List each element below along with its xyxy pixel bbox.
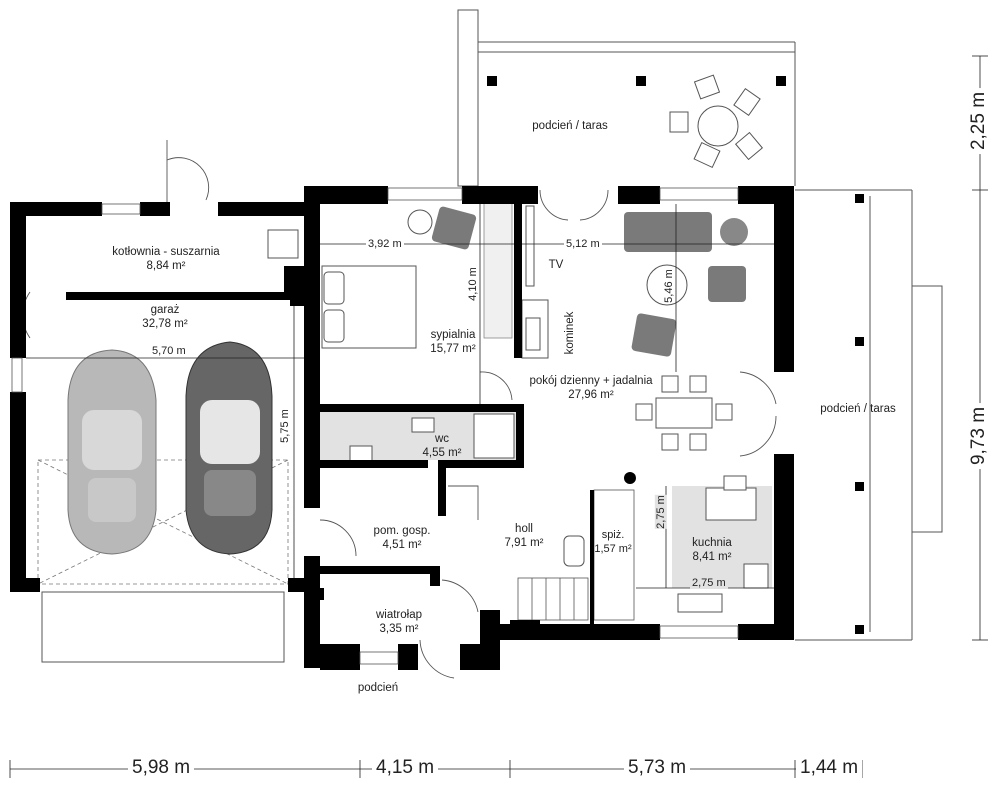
right-terrace-posts [855, 194, 864, 634]
windows [11, 187, 739, 665]
room-pom-gosp-name: pom. gosp. [373, 525, 431, 537]
podcien-label: podcień [357, 682, 399, 694]
room-holl-area: 7,91 m² [504, 537, 544, 549]
walls [10, 186, 794, 670]
room-garaz-name: garaż [150, 304, 180, 316]
garage-apron [41, 591, 285, 663]
room-pom-gosp-area: 4,51 m² [382, 539, 422, 551]
room-wc-area: 4,55 m² [422, 447, 462, 459]
dim-garaz-w: 5,70 m [150, 345, 188, 357]
room-kuchnia-area: 8,41 m² [692, 551, 732, 563]
right-terrace [795, 189, 943, 641]
dim-sypialnia-w: 3,92 m [366, 238, 404, 250]
dim-bottom-2: 4,15 m [372, 757, 439, 779]
inner-dim-lines [26, 204, 774, 589]
dim-right-main: 9,73 m [968, 402, 991, 470]
room-spiz-area: 1,57 m² [594, 543, 632, 555]
dim-right-top: 2,25 m [968, 87, 991, 155]
kitchen-column [624, 472, 636, 484]
fireplace [521, 299, 549, 359]
room-sypialnia-name: sypialnia [430, 329, 476, 341]
room-kotlownia-area: 8,84 m² [146, 260, 186, 272]
sypialnia-wardrobe [483, 199, 513, 339]
taras-right-label: podcień / taras [820, 403, 896, 415]
armchair-bedroom [431, 206, 477, 250]
room-pokoj-name: pokój dzienny + jadalnia [529, 375, 653, 387]
armchair-left [631, 313, 677, 357]
sofa [624, 212, 712, 252]
dim-pokoj-w: 5,12 m [564, 238, 602, 250]
washbasin [349, 417, 435, 463]
tv-label: TV [548, 259, 564, 271]
tv [525, 205, 535, 287]
room-pokoj-area: 27,96 m² [568, 389, 614, 401]
armchair-right [708, 266, 746, 302]
dim-pokoj-h: 5,46 m [662, 269, 675, 303]
shower [473, 413, 515, 459]
car-dark [185, 341, 273, 555]
taras-top-label: podcień / taras [532, 120, 608, 132]
room-pom-gosp: pom. gosp. 4,51 m² [364, 524, 440, 552]
room-kotlownia-name: kotłownia - suszarnia [112, 246, 220, 258]
dining-set [635, 375, 733, 451]
room-spiz-name: spiż. [601, 529, 625, 541]
terrace-posts [487, 76, 786, 86]
kominek-label: kominek [564, 311, 576, 355]
doors [22, 140, 777, 679]
room-sypialnia: sypialnia 15,77 m² [418, 328, 488, 356]
plant [720, 218, 748, 246]
room-kuchnia: kuchnia 8,41 m² [680, 536, 744, 564]
dim-kuchnia-h: 2,75 m [654, 495, 667, 529]
dim-bottom-1: 5,98 m [128, 757, 195, 779]
chimney-box [267, 229, 299, 259]
garage-door-zone [37, 459, 289, 585]
room-kuchnia-name: kuchnia [692, 537, 732, 549]
hall-bench [563, 535, 585, 567]
room-garaz: garaż 32,78 m² [130, 303, 200, 331]
dim-kuchnia-w: 2,75 m [690, 577, 728, 589]
dim-sypialnia-h: 4,10 m [466, 267, 479, 301]
bedroom-side-table [407, 209, 433, 235]
room-holl: holl 7,91 m² [494, 522, 554, 550]
room-wiatrolap: wiatrołap 3,35 m² [364, 608, 434, 636]
room-wc: wc 4,55 m² [412, 432, 472, 460]
room-wiatrolap-area: 3,35 m² [379, 623, 419, 635]
room-wc-name: wc [434, 433, 450, 445]
kitchen-set [677, 475, 769, 613]
dim-bottom-3: 5,73 m [624, 757, 691, 779]
room-holl-name: holl [515, 523, 533, 535]
bed [321, 265, 417, 349]
dim-bottom-4: 1,44 m [796, 757, 863, 779]
room-garaz-area: 32,78 m² [142, 318, 188, 330]
room-pokoj: pokój dzienny + jadalnia 27,96 m² [516, 374, 666, 402]
room-sypialnia-area: 15,77 m² [430, 343, 476, 355]
dim-garaz-h: 5,75 m [278, 409, 291, 443]
room-wiatrolap-name: wiatrołap [375, 609, 423, 621]
room-spiz: spiż. 1,57 m² [588, 528, 638, 556]
car-light [67, 349, 157, 555]
room-kotlownia: kotłownia - suszarnia 8,84 m² [106, 245, 226, 273]
terrace-table-set [669, 74, 764, 169]
